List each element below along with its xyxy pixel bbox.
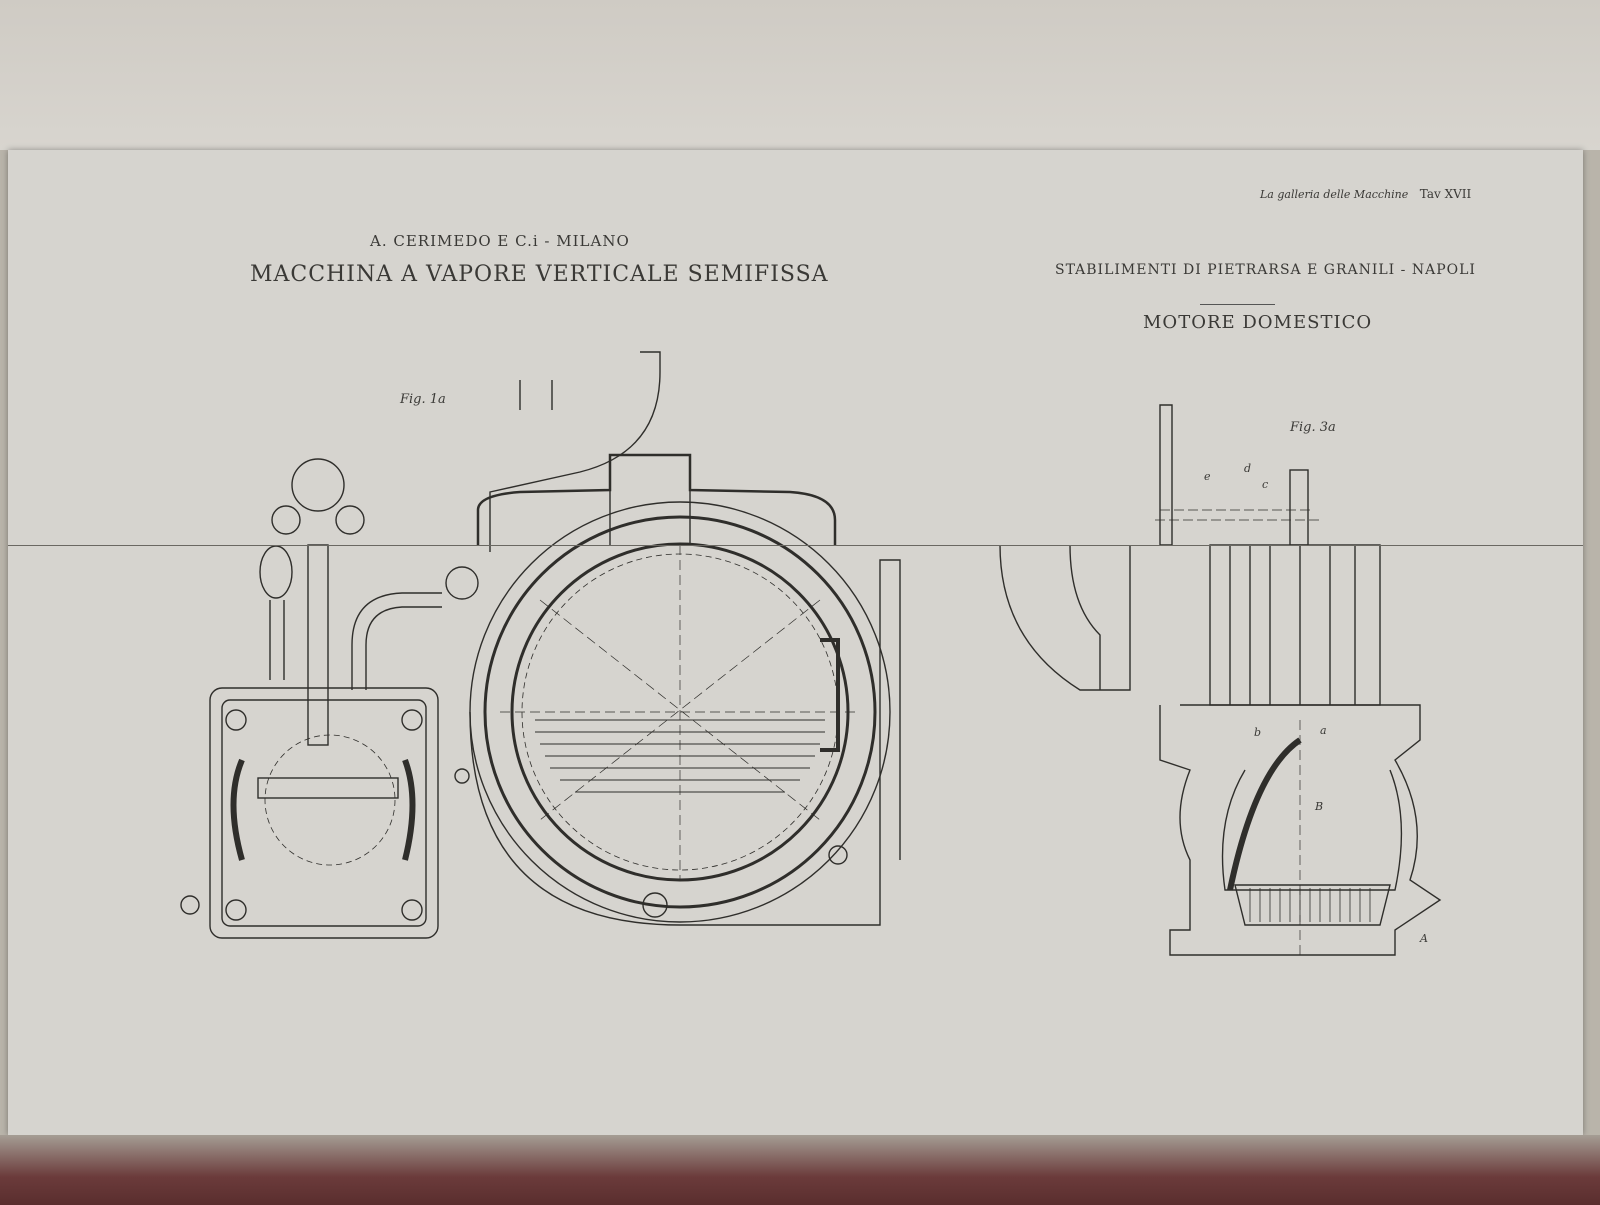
- part-label-a: a: [1320, 724, 1327, 737]
- right-maker: STABILIMENTI DI PIETRARSA E GRANILI - NA…: [1055, 262, 1476, 278]
- plate-header: La galleria delle Macchine Tav XVII: [1260, 187, 1471, 201]
- left-maker: A. CERIMEDO E C.i - MILANO: [370, 232, 630, 250]
- domestic-engine: [999, 404, 1442, 960]
- fold-line: [8, 545, 1583, 546]
- part-label-d: d: [1244, 462, 1252, 475]
- figure-1-label: Fig. 1a: [400, 392, 446, 407]
- part-label-e: e: [1204, 470, 1211, 483]
- part-label-B: B: [1315, 800, 1324, 813]
- right-title: MOTORE DOMESTICO: [1143, 312, 1373, 333]
- part-label-A: A: [1420, 932, 1428, 945]
- plate-number: Tav XVII: [1419, 187, 1472, 201]
- part-label-c: c: [1262, 478, 1269, 491]
- left-title: MACCHINA A VAPORE VERTICALE SEMIFISSA: [250, 262, 829, 287]
- title-rule: [1200, 304, 1275, 305]
- gauge-assembly: [180, 458, 479, 939]
- book-cover-edge: [0, 1135, 1600, 1205]
- part-label-b: b: [1254, 726, 1262, 739]
- facing-page: [0, 0, 1600, 150]
- boiler: [454, 351, 901, 926]
- figure-3-label: Fig. 3a: [1290, 420, 1336, 435]
- series-title: La galleria delle Macchine: [1260, 188, 1409, 201]
